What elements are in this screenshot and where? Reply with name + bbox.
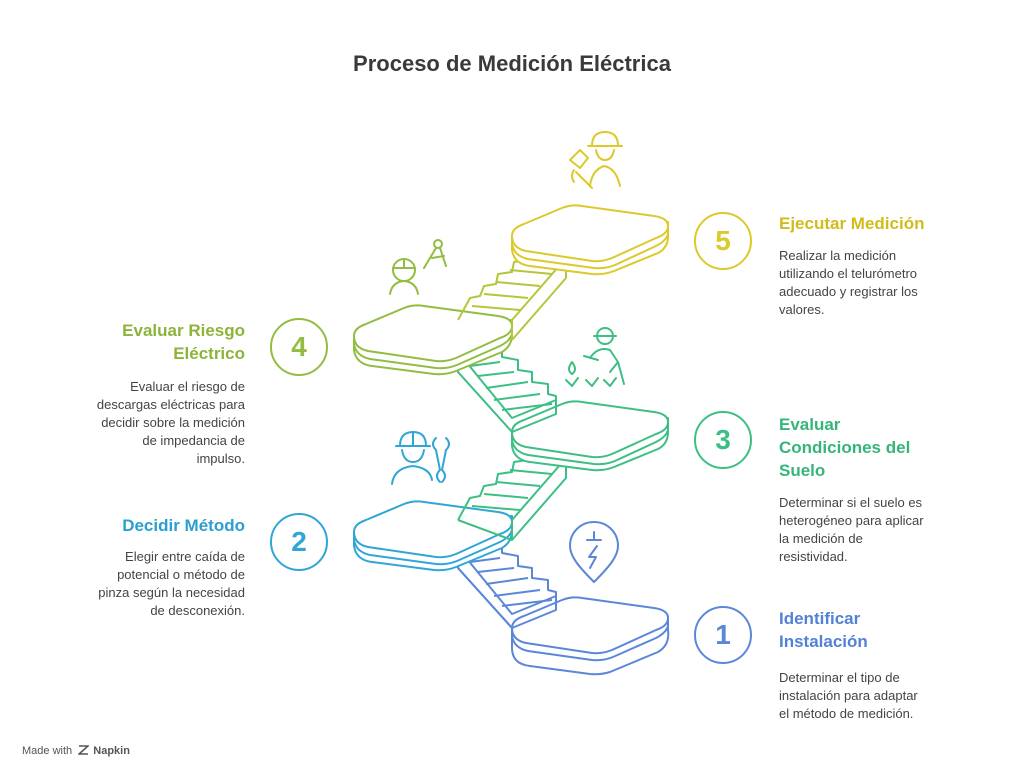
step-5-number: 5 (694, 212, 752, 270)
platform-step-1 (511, 596, 670, 676)
step-3-description: Determinar si el suelo es heterogéneo pa… (779, 495, 924, 564)
engineer-compass-icon (389, 239, 447, 295)
step-4-number: 4 (270, 318, 328, 376)
worker-soil-icon (565, 327, 625, 387)
location-bolt-icon (569, 521, 619, 583)
step-4-title: Evaluar Riesgo Eléctrico (122, 321, 245, 363)
step-3-title: Evaluar Condiciones del Suelo (779, 415, 911, 480)
platform-step-3 (511, 400, 669, 472)
worker-measuring-icon (569, 131, 623, 189)
step-1-description: Determinar el tipo de instalación para a… (779, 670, 918, 721)
step-2-title: Decidir Método (122, 516, 245, 535)
step-5-title: Ejecutar Medición (779, 214, 925, 233)
napkin-brand-label[interactable]: Napkin (93, 745, 130, 757)
step-4-description: Evaluar el riesgo de descargas eléctrica… (96, 379, 245, 466)
step-2-number: 2 (270, 513, 328, 571)
platform-step-2 (353, 500, 513, 572)
step-3-number: 3 (694, 411, 752, 469)
footer-attribution: Made with Napkin (22, 745, 130, 757)
stair-2-3 (457, 447, 567, 541)
step-1-title: Identificar Instalación (779, 609, 868, 651)
worker-wrench-icon (391, 431, 450, 485)
page-title: Proceso de Medición Eléctrica (353, 51, 671, 76)
step-1-number: 1 (694, 606, 752, 664)
napkin-logo-icon (77, 745, 91, 755)
step-5-description: Realizar la medición utilizando el telur… (779, 248, 918, 317)
platform-step-5 (511, 204, 669, 276)
step-2-description: Elegir entre caída de potencial o método… (98, 549, 245, 618)
made-with-label: Made with (22, 745, 73, 757)
